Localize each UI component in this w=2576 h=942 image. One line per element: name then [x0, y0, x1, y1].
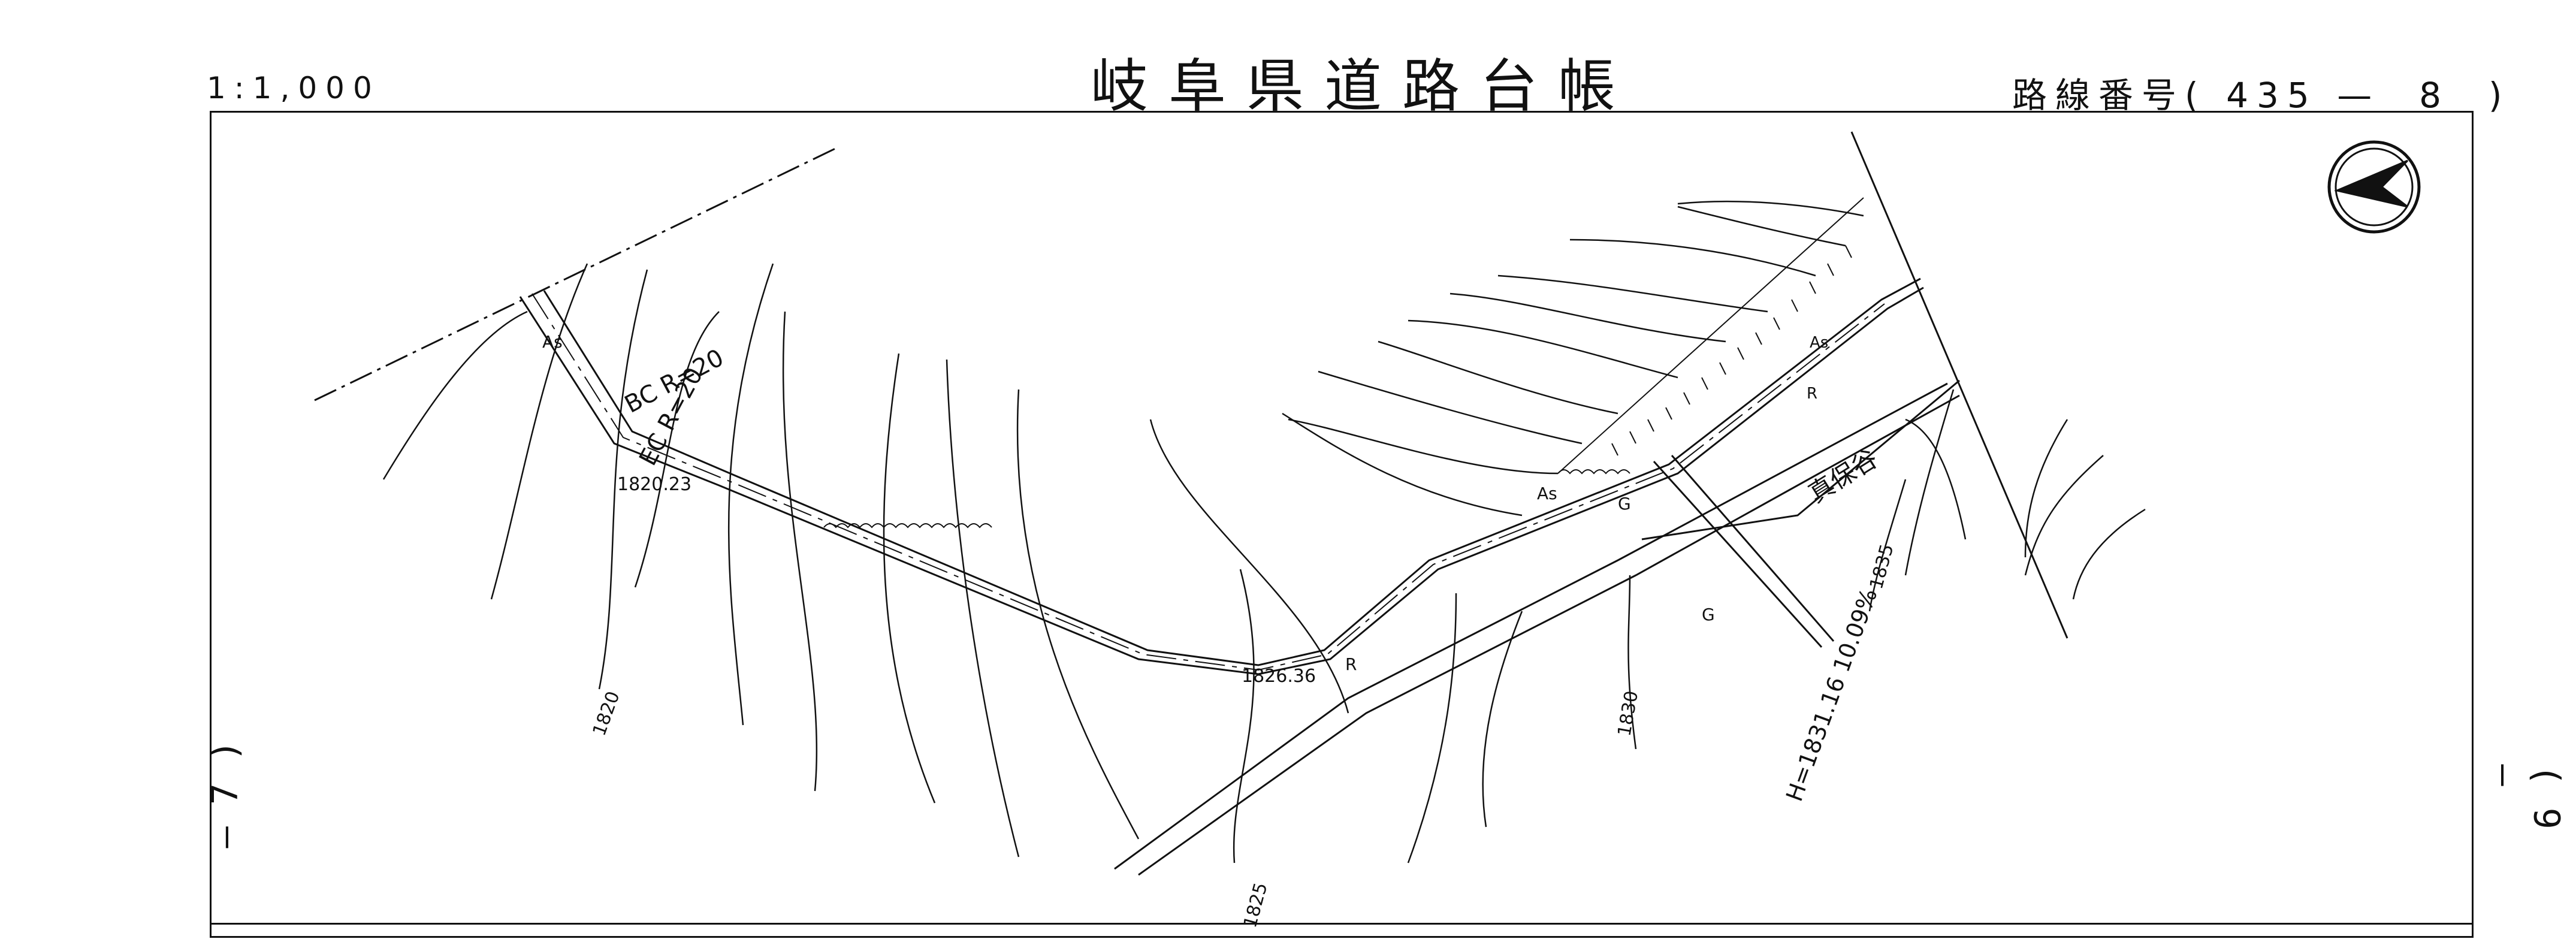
contour-label-1835: 1835: [1866, 542, 1898, 591]
north-arrow-icon: [2327, 140, 2421, 234]
surface-label-r-right: R: [1807, 385, 1817, 403]
elevation-1826-36: 1826.36: [1242, 666, 1316, 687]
surface-label-r-mid: R: [1345, 654, 1357, 674]
route-paren-open: (: [2185, 75, 2207, 116]
river-name-label: 真保谷: [1803, 443, 1883, 508]
branch-road-edge: [1671, 455, 1835, 642]
main-road: [519, 277, 1924, 675]
route-number: 435: [2226, 75, 2318, 116]
route-section: 8: [2419, 75, 2450, 116]
surface-label-g-2: G: [1702, 605, 1715, 624]
branch-road: [1653, 460, 1823, 648]
map-linework: [314, 131, 2421, 876]
contour-label-1830: 1830: [1614, 689, 1642, 738]
surface-label-as-right: As: [1810, 334, 1828, 352]
scale-label: 1:1,000: [207, 71, 380, 105]
retaining-wall: [823, 469, 1630, 529]
route-dash: —: [2337, 75, 2381, 116]
map-frame: [210, 111, 2474, 938]
route-label-text: 路線番号: [2012, 75, 2185, 116]
elevation-1820-23: 1820.23: [617, 474, 691, 495]
route-paren-close: ): [2488, 75, 2511, 116]
surface-label-as-mid: As: [1537, 484, 1557, 503]
sheet-title: 岐阜県道路台帳: [1091, 53, 1636, 120]
river-corridor: [1114, 379, 1960, 876]
map-frame-bottom-rule: [210, 923, 2474, 925]
contour-label-1825: 1825: [1240, 880, 1272, 930]
route-number-label: 路線番号( 435 — 8 ): [2012, 67, 2511, 117]
slope-hatching: [1557, 197, 1864, 474]
boundary-line-upper-left: [314, 146, 839, 401]
surface-label-g-1: G: [1618, 494, 1631, 514]
contour-label-1820: 1820: [589, 689, 624, 739]
contour-lines: [382, 200, 2146, 864]
surface-label-as-left: As: [542, 332, 563, 352]
map-annotations: As BC R=20 EC R=20 1820.23 1826.36 R 182…: [542, 332, 1898, 930]
